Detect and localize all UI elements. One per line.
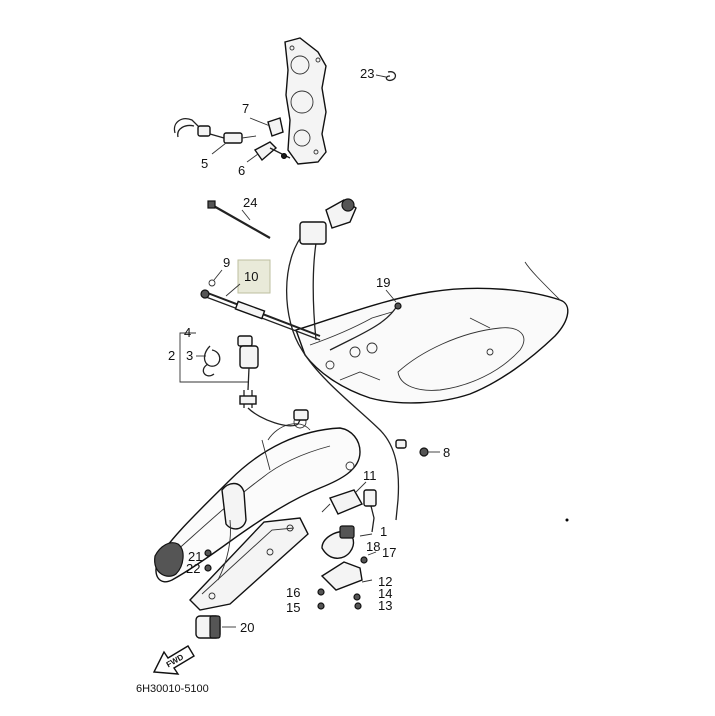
callout-13: 13 [378,598,392,613]
callout-4: 4 [184,325,191,340]
part-12-bracket [320,561,373,610]
callout-22: 22 [186,561,200,576]
callout-20: 20 [240,620,254,635]
callout-17: 17 [382,545,396,560]
callout-7: 7 [242,101,249,116]
callout-19: 19 [376,275,390,290]
part-2-3-4-switch-assembly [179,332,259,408]
part-19-cable [329,289,402,351]
part-24-tie-band [207,200,271,239]
callout-5: 5 [201,156,208,171]
callout-2: 2 [168,348,175,363]
tiller-handle [154,415,361,583]
callout-8: 8 [443,445,450,460]
callout-12: 12 [378,574,392,589]
part-15-16-screws [317,588,325,610]
part-6-lever [246,141,291,163]
fwd-arrow: FWD [152,645,195,675]
callout-14: 14 [378,586,392,601]
part-21-22-screws [204,549,212,572]
callout-18: 18 [366,539,380,554]
callout-23: 23 [360,66,374,81]
cowling-connector [299,198,357,245]
part-1-switch [321,489,377,559]
part-17-18-screw [360,551,377,564]
catalog-code: 6H30010-5100 [136,683,209,695]
callout-16: 16 [286,585,300,600]
tiller-bracket [189,517,309,611]
part-11-switch-holder [321,481,367,515]
tiller-harness [217,407,309,581]
part-23-clip [375,71,397,82]
part-9-pin [208,269,223,287]
callout-21: 21 [188,549,202,564]
callout-1: 1 [380,524,387,539]
callout-9: 9 [223,255,230,270]
callout-3: 3 [186,348,193,363]
callout-15: 15 [286,600,300,615]
part-20-cap [195,615,236,639]
part-8-screw [395,439,440,457]
bottom-cowling [295,261,569,404]
stray-dot [565,518,569,522]
part-10-rod [200,283,321,341]
highlight-box-part-10 [237,259,271,294]
engine-block-part [284,37,327,165]
part-5-stop-switch [173,118,257,155]
callout-24: 24 [243,195,257,210]
callout-10: 10 [244,269,258,284]
callout-6: 6 [238,163,245,178]
callout-11: 11 [363,468,377,483]
part-7-bracket [249,117,284,137]
